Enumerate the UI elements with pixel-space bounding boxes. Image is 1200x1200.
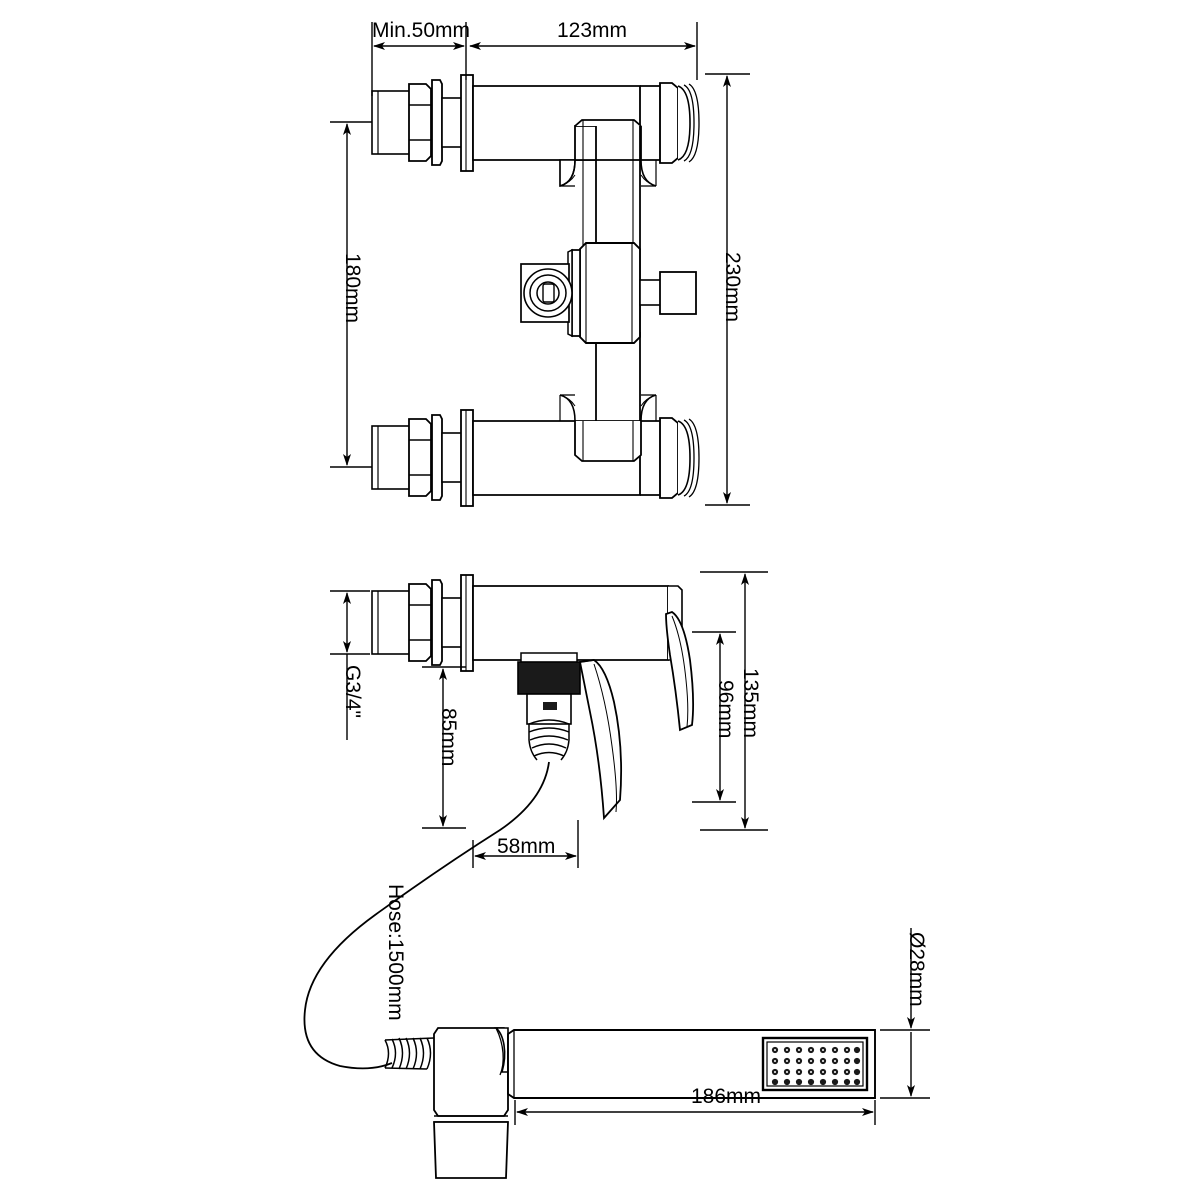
dim-label-outlet-offset: 58mm	[497, 835, 556, 858]
top-view-diverter-knob	[520, 263, 573, 323]
front-view-body	[472, 585, 683, 661]
top-view-upper-inlet	[371, 74, 700, 172]
dim-label-outlet-height: 85mm	[437, 708, 460, 767]
dim-label-inlet-centres: 180mm	[341, 253, 364, 324]
front-view-dimensions	[330, 571, 768, 868]
spray-hole-centres	[774, 1049, 848, 1073]
top-view-lever-stub	[639, 271, 697, 315]
top-view-centre-barrel	[559, 119, 657, 462]
front-view-hose-outlet	[517, 652, 581, 761]
dim-label-overall-width: 230mm	[721, 252, 744, 323]
top-view-cartridge-block	[567, 242, 641, 344]
flexible-hose	[303, 761, 550, 1070]
dim-label-overall-height: 135mm	[739, 668, 762, 739]
dim-label-body-length: 123mm	[557, 19, 628, 42]
handset-dimensions	[514, 928, 930, 1125]
dim-label-min-inlet: Min.50mm	[372, 19, 471, 42]
handset-hose-coil	[384, 1037, 435, 1070]
top-view-dimensions	[330, 22, 750, 506]
front-view-inlet	[371, 574, 474, 672]
handset-spray-face	[761, 1036, 869, 1092]
front-view-lever-handle	[665, 611, 695, 732]
dim-label-handset-diameter: Ø28mm	[905, 932, 928, 1007]
top-view-lower-inlet	[371, 409, 700, 507]
dim-label-handle-height: 96mm	[714, 680, 737, 739]
dim-label-thread: G3/4"	[341, 665, 364, 718]
front-view-geometry	[371, 574, 695, 821]
front-view-lever-inner	[578, 659, 623, 821]
dim-label-handset-length: 186mm	[691, 1085, 762, 1108]
handset-grip	[433, 1027, 509, 1179]
dim-label-hose-length: Hose:1500mm	[384, 884, 407, 1021]
handset-geometry	[384, 1027, 876, 1179]
top-view-geometry	[371, 74, 700, 507]
